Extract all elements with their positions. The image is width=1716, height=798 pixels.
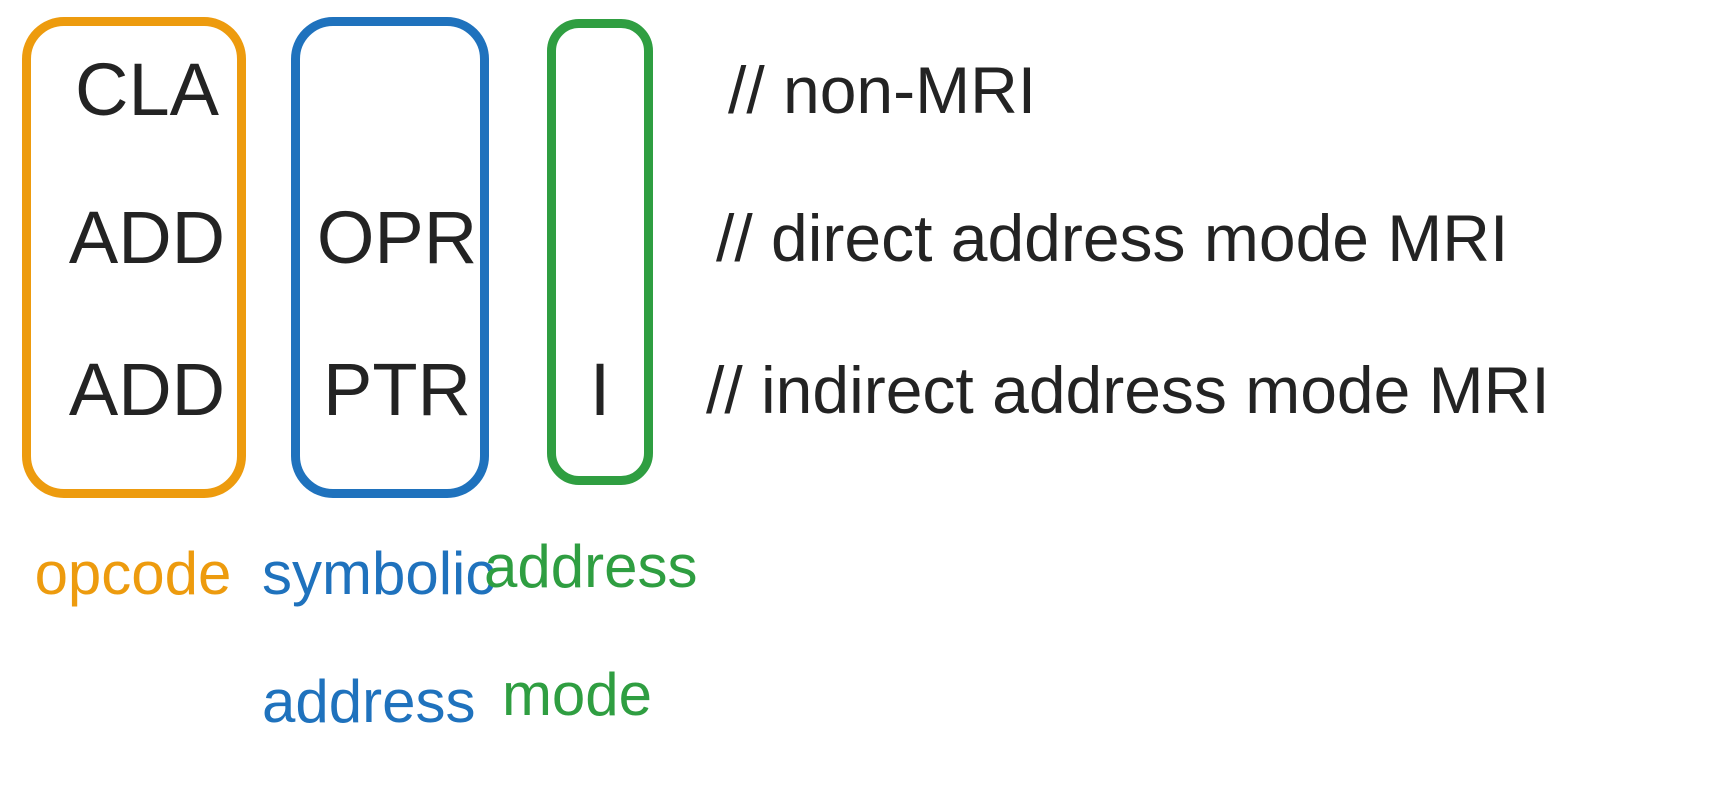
opcode-value: CLA xyxy=(75,48,219,131)
address-mode-value: I xyxy=(589,348,611,431)
symbolic-address-caption-line-1: symbolic xyxy=(262,540,496,607)
opcode-field-box xyxy=(22,17,246,498)
symbolic-address-value: PTR xyxy=(323,348,471,431)
opcode-value: ADD xyxy=(68,348,226,431)
address-mode-caption-line-2: mode xyxy=(501,661,653,728)
row-comment: // non-MRI xyxy=(728,53,1037,127)
figure-canvas: CLA // non-MRI ADD OPR // direct address… xyxy=(8,17,1550,734)
address-mode-caption: address mode xyxy=(484,471,698,791)
symbolic-address-caption: symbolic address xyxy=(262,478,496,798)
address-mode-caption-line-1: address xyxy=(484,533,698,600)
opcode-caption-line-1: opcode xyxy=(34,540,232,607)
opcode-caption: opcode xyxy=(8,478,258,670)
symbolic-address-value: OPR xyxy=(316,196,478,279)
symbolic-address-caption-line-2: address xyxy=(262,668,476,735)
address-mode-field-box xyxy=(547,19,653,485)
row-comment: // direct address mode MRI xyxy=(716,201,1509,275)
opcode-value: ADD xyxy=(68,196,226,279)
symbolic-address-field-box xyxy=(291,17,489,498)
row-comment: // indirect address mode MRI xyxy=(706,353,1550,427)
